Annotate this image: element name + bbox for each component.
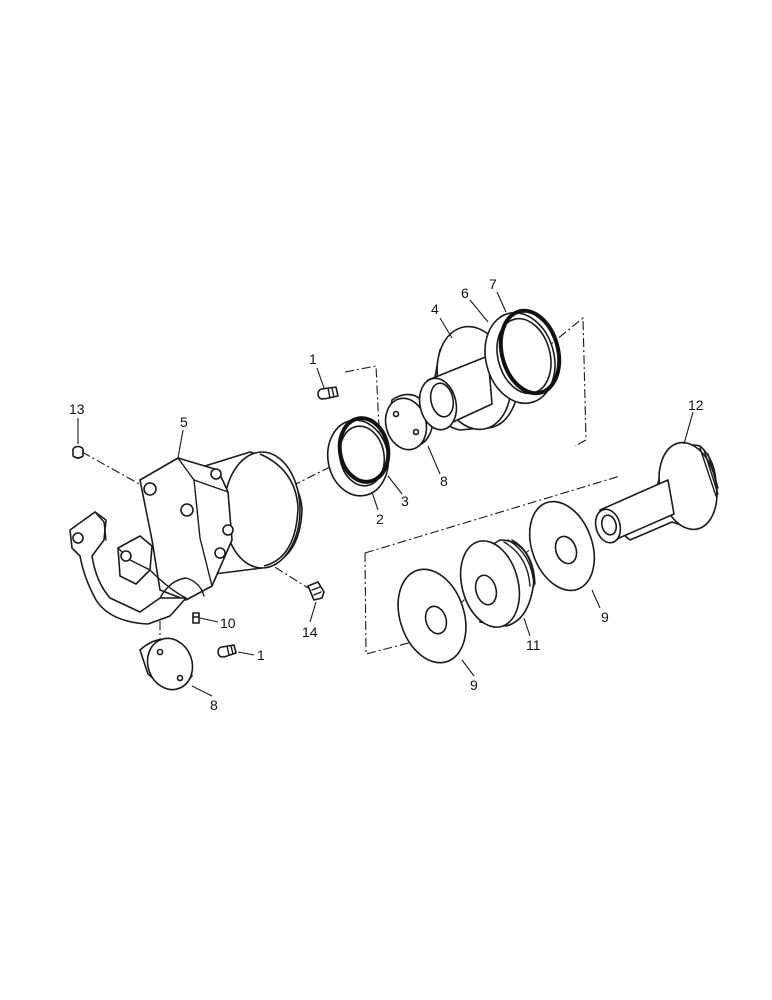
callout-6: 6	[461, 285, 469, 301]
callout-5: 5	[180, 414, 188, 430]
bolt-part-1-lower	[217, 644, 237, 658]
seal-part-2	[326, 419, 390, 497]
callout-14: 14	[302, 624, 318, 640]
setscrew-part-10	[192, 612, 200, 624]
callout-1-lower: 1	[257, 647, 265, 663]
callout-1-upper: 1	[309, 351, 317, 367]
washer-part-9-left	[397, 568, 467, 664]
cap-part-8-lower	[139, 637, 194, 691]
callout-7: 7	[489, 276, 497, 292]
bolt-part-1-upper	[317, 386, 339, 400]
callout-9-right: 9	[601, 609, 609, 625]
callout-2: 2	[376, 511, 384, 527]
callout-8-upper: 8	[440, 473, 448, 489]
housing-part-5	[69, 451, 303, 625]
plug-part-13	[72, 445, 84, 459]
callout-13: 13	[69, 401, 85, 417]
washer-part-9-right	[528, 500, 596, 592]
group-bracket-upper	[344, 316, 587, 449]
disc-part-8-upper	[384, 393, 433, 451]
fitting-part-14	[307, 581, 325, 601]
callout-11: 11	[526, 637, 541, 653]
callout-9-left: 9	[470, 677, 478, 693]
ring-part-3	[337, 416, 391, 484]
group-bracket-lower	[364, 475, 621, 655]
drum-part-11	[459, 539, 536, 628]
callout-4: 4	[431, 301, 439, 317]
callout-labels: 1 13 5 2 3 8 4 6 7 12 9 11 9 14 10 8 1	[69, 276, 704, 713]
leader-lines	[77, 291, 694, 697]
ring-part-7	[498, 308, 562, 396]
callout-8-lower: 8	[210, 697, 218, 713]
callout-12: 12	[688, 397, 704, 413]
shaft-part-12	[594, 441, 719, 544]
callout-10: 10	[220, 615, 236, 631]
callout-3: 3	[401, 493, 409, 509]
